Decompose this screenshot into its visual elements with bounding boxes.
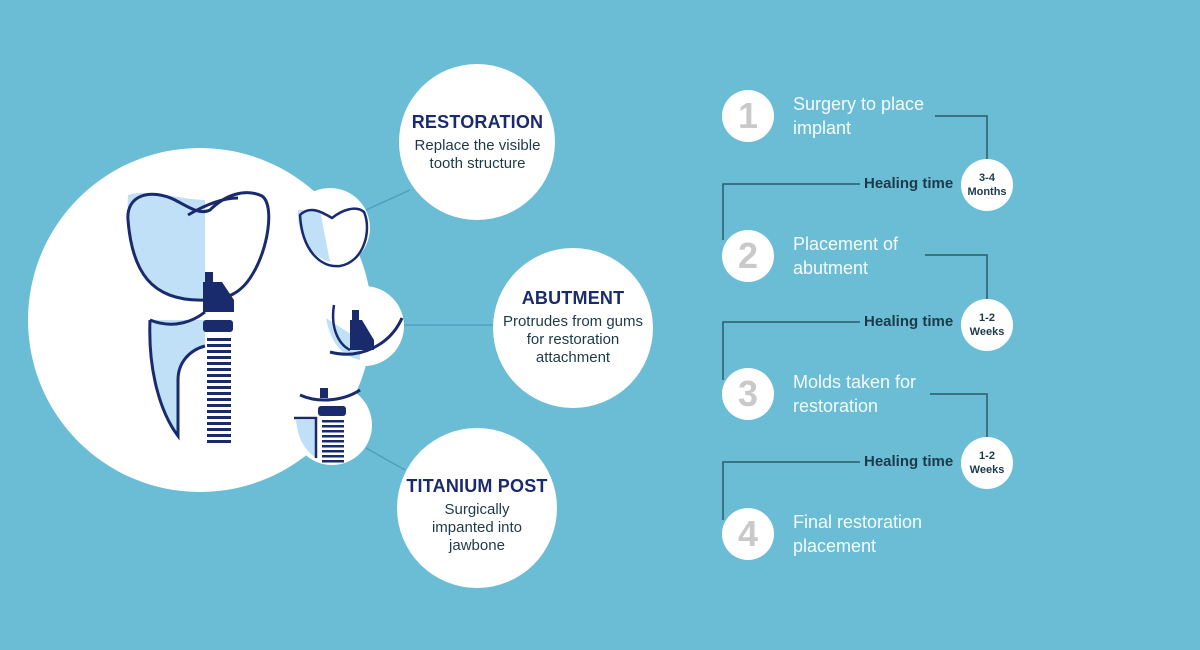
crown-icon [290,188,370,268]
post-thread [207,362,231,365]
duration-badge-2-value: 1-2 [979,312,995,324]
post-small-thread [322,425,344,428]
step-2-number: 2 [737,235,759,276]
titanium-post-circle [397,428,557,588]
timeline-connector [722,461,860,520]
post-thread [207,356,231,359]
healing-label-3: Healing time [864,453,954,470]
abutment-description: Protrudes from gums for restoration atta… [502,313,644,366]
titanium-post-description: Surgically impanted into jawbone [431,501,523,554]
leader-lines [365,189,494,471]
duration-badge-2: 1-2 Weeks [962,300,1012,350]
post-small-thread [322,430,344,433]
abutment-icon [324,286,404,366]
step-1-circle [722,90,774,142]
timeline-connector [925,254,988,299]
duration-badge-1-value: 3-4 [979,172,995,184]
post-thread [207,374,231,377]
duration-badge-3-value: 1-2 [979,450,995,462]
leader-line [365,189,411,211]
titanium-post-title: TITANIUM POST [406,476,548,496]
duration-badge-2-circle [961,299,1013,351]
healing-label-2: Healing time [864,313,954,330]
post-small-thread [322,450,344,453]
healing-label-1: Healing time [864,175,954,192]
abutment-label: ABUTMENT Protrudes from gums for restora… [495,288,651,367]
step-4-number: 4 [737,513,759,554]
post-small-thread [322,440,344,443]
titanium-post-label: TITANIUM POST Surgically impanted into j… [398,476,556,555]
post-thread [207,404,231,407]
step-4-text: Final restoration placement [793,512,923,556]
post-small-thread [322,445,344,448]
step-4-circle [722,508,774,560]
post-icon [292,385,372,465]
post-thread [207,344,231,347]
post-thread [207,398,231,401]
post-thread [207,392,231,395]
post-thread [207,440,231,443]
post-thread [207,350,231,353]
duration-badge-1: 3-4 Months [962,160,1012,210]
post-small-threads [322,420,344,463]
post-thread [207,410,231,413]
restoration-description: Replace the visible tooth structure [414,137,541,172]
post-small-thread [322,455,344,458]
leader-line [365,447,406,471]
post-small-thread [322,460,344,463]
post-thread [207,434,231,437]
post-thread [207,416,231,419]
restoration-circle [399,64,555,220]
duration-badge-3-unit: Weeks [969,464,1005,476]
post-thread [207,380,231,383]
abutment-circle [493,248,653,408]
step-3-text: Molds taken for restoration [793,372,917,416]
step-1-number: 1 [737,95,759,136]
post-thread [207,422,231,425]
abutment-title: ABUTMENT [521,288,625,308]
post-thread [207,338,231,341]
timeline-connector [722,183,860,240]
duration-badge-1-unit: Months [967,186,1007,198]
step-1-text: Surgery to place implant [793,94,925,138]
post-threads [207,338,231,443]
timeline-connectors [722,115,988,520]
post-thread [207,428,231,431]
duration-badge-3-circle [961,437,1013,489]
restoration-label: RESTORATION Replace the visible tooth st… [400,112,555,173]
duration-badge-2-unit: Weeks [969,326,1005,338]
step-3-circle [722,368,774,420]
post-thread [207,386,231,389]
timeline-connector [930,393,988,437]
tooth-implant-icon [28,148,372,492]
duration-badge-1-circle [961,159,1013,211]
post-thread [207,368,231,371]
step-2-circle [722,230,774,282]
duration-badge-3: 1-2 Weeks [962,438,1012,488]
timeline-connector [935,115,988,159]
timeline-connector [722,321,860,380]
restoration-title: RESTORATION [411,112,544,132]
post-small-thread [322,420,344,423]
step-3-number: 3 [737,373,759,414]
step-2-text: Placement of abutment [793,234,899,278]
post-small-thread [322,435,344,438]
